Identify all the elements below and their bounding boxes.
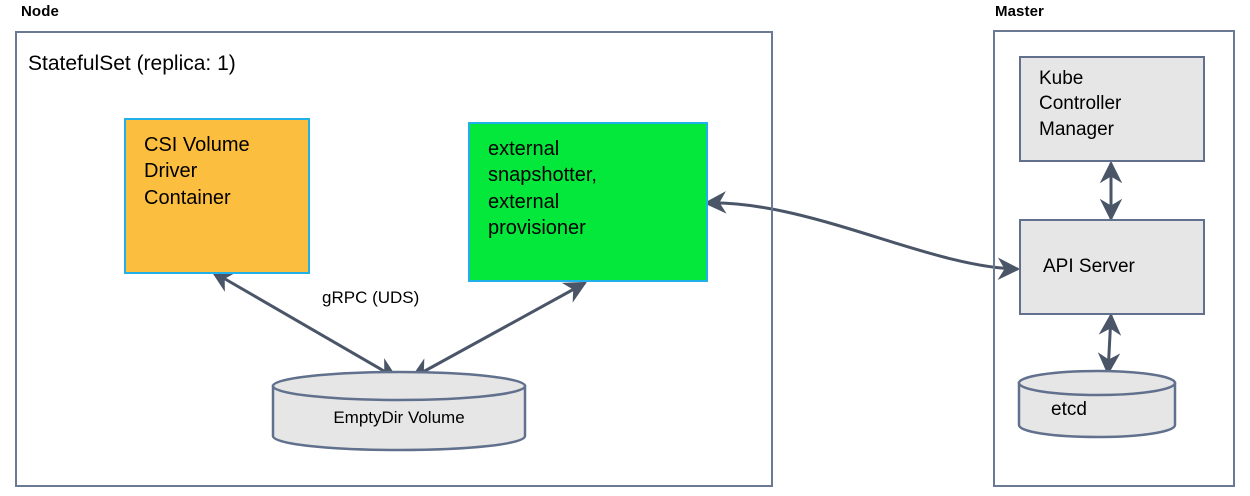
emptydir-volume-cylinder[interactable]: EmptyDir Volume [271, 370, 527, 452]
external-sidecars-box[interactable]: external snapshotter, external provision… [468, 122, 708, 282]
kube-controller-manager-box[interactable]: Kube Controller Manager [1019, 56, 1205, 162]
sidecar-line-4: provisioner [488, 217, 586, 240]
statefulset-caption: StatefulSet (replica: 1) [28, 52, 236, 75]
sidecar-line-2: snapshotter, [488, 164, 597, 187]
grpc-uds-edge-label: gRPC (UDS) [322, 288, 420, 307]
csi-driver-line-3: Container [144, 186, 231, 209]
sidecar-line-3: external [488, 190, 560, 213]
kcm-line-3: Manager [1039, 118, 1114, 140]
master-group-title: Master [995, 3, 1044, 20]
kcm-line-1: Kube [1039, 68, 1084, 89]
etcd-cylinder[interactable]: etcd [1017, 369, 1177, 439]
api-server-label: API Server [1043, 256, 1135, 278]
csi-driver-line-2: Driver [144, 160, 198, 183]
etcd-label: etcd [1051, 399, 1087, 420]
csi-volume-driver-container-box[interactable]: CSI Volume Driver Container [124, 118, 310, 274]
api-server-box[interactable]: API Server [1019, 219, 1205, 315]
emptydir-volume-label: EmptyDir Volume [333, 408, 465, 427]
master-group-frame [993, 30, 1235, 487]
node-group-frame [15, 31, 773, 487]
kcm-line-2: Controller [1039, 93, 1122, 115]
node-group-title: Node [21, 3, 59, 20]
csi-driver-line-1: CSI Volume [144, 134, 250, 156]
sidecar-line-1: external [488, 138, 560, 160]
